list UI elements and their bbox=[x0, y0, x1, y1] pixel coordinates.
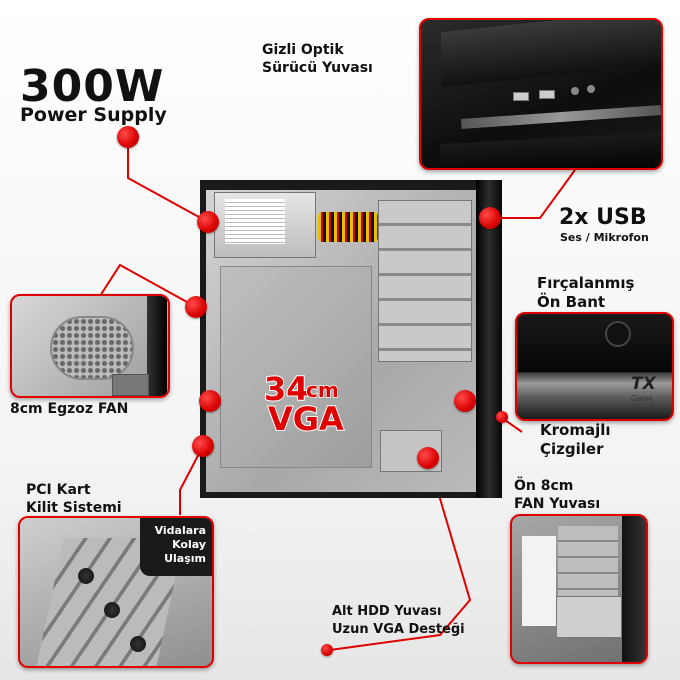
label-bant-line2: Ön Bant bbox=[537, 293, 606, 311]
label-hdd-line1: Alt HDD Yuvası bbox=[332, 604, 442, 619]
callout-dot-psu bbox=[197, 211, 219, 233]
label-hdd-line2: Uzun VGA Desteği bbox=[332, 622, 465, 637]
callout-dot-hdd bbox=[417, 447, 439, 469]
callout-dot-vga-left bbox=[199, 390, 221, 412]
audio-jack-icon bbox=[571, 87, 579, 95]
line-pci bbox=[179, 445, 204, 515]
case-body bbox=[200, 180, 502, 498]
line-psu bbox=[127, 137, 209, 223]
label-fan-front-line1: Ön 8cm bbox=[514, 478, 574, 494]
callout-dot-psu-title bbox=[117, 126, 139, 148]
photo-front-top bbox=[419, 18, 663, 170]
label-vida-line3: Ulaşım bbox=[164, 552, 206, 565]
photo-pci-lock: Vidalara Kolay Ulaşım bbox=[18, 516, 214, 668]
drive-bays bbox=[378, 200, 472, 362]
label-pci-line1: PCI Kart bbox=[26, 482, 91, 498]
callout-dot-usb bbox=[479, 207, 501, 229]
label-optik-line1: Gizli Optik bbox=[262, 42, 344, 58]
vga-word: VGA bbox=[267, 399, 345, 439]
vga-length-unit: cm bbox=[305, 377, 339, 403]
usb-port-icon bbox=[539, 90, 555, 99]
line-hdd bbox=[329, 457, 472, 651]
label-optik-line2: Sürücü Yuvası bbox=[262, 60, 373, 76]
brand-logo: TX bbox=[631, 374, 656, 394]
psu-cables bbox=[318, 212, 378, 242]
title-subtitle: Power Supply bbox=[20, 104, 167, 126]
label-usb: 2x USB bbox=[559, 205, 647, 230]
callout-dot-pci bbox=[192, 435, 214, 457]
screw-icon bbox=[130, 636, 146, 652]
power-supply-unit bbox=[214, 192, 316, 258]
screw-icon bbox=[104, 602, 120, 618]
label-usb-sub: Ses / Mikrofon bbox=[560, 231, 649, 244]
brand-logo-sub: Game bbox=[631, 394, 653, 403]
photo-front-bezel: TX Game bbox=[515, 312, 674, 421]
label-krom-line1: Kromajlı bbox=[540, 421, 611, 439]
label-fan-rear: 8cm Egzoz FAN bbox=[10, 401, 129, 417]
photo-rear-fan bbox=[10, 294, 170, 398]
photo-hdd-bay bbox=[510, 514, 648, 664]
callout-dot-fan-rear bbox=[185, 296, 207, 318]
callout-dot-vga-right bbox=[454, 390, 476, 412]
label-bant-line1: Fırçalanmış bbox=[537, 274, 635, 292]
fan-grill-icon bbox=[50, 316, 134, 380]
label-fan-front-line2: FAN Yuvası bbox=[514, 496, 601, 512]
line-usb bbox=[490, 169, 576, 219]
vga-length-value: 34 bbox=[263, 369, 310, 409]
label-vida-line1: Vidalara bbox=[154, 524, 206, 537]
usb-port-icon bbox=[513, 92, 529, 101]
vga-length-badge: 34 cm VGA bbox=[258, 369, 362, 439]
label-vida-line2: Kolay bbox=[172, 538, 206, 551]
screw-icon bbox=[78, 568, 94, 584]
line-fan-rear bbox=[99, 263, 197, 308]
label-pci-line2: Kilit Sistemi bbox=[26, 500, 122, 516]
title-wattage: 300W bbox=[20, 61, 165, 112]
callout-dot-hdd-end bbox=[321, 644, 333, 656]
callout-dot-krom bbox=[496, 411, 508, 423]
audio-jack-icon bbox=[587, 85, 595, 93]
label-krom-line2: Çizgiler bbox=[540, 440, 604, 458]
